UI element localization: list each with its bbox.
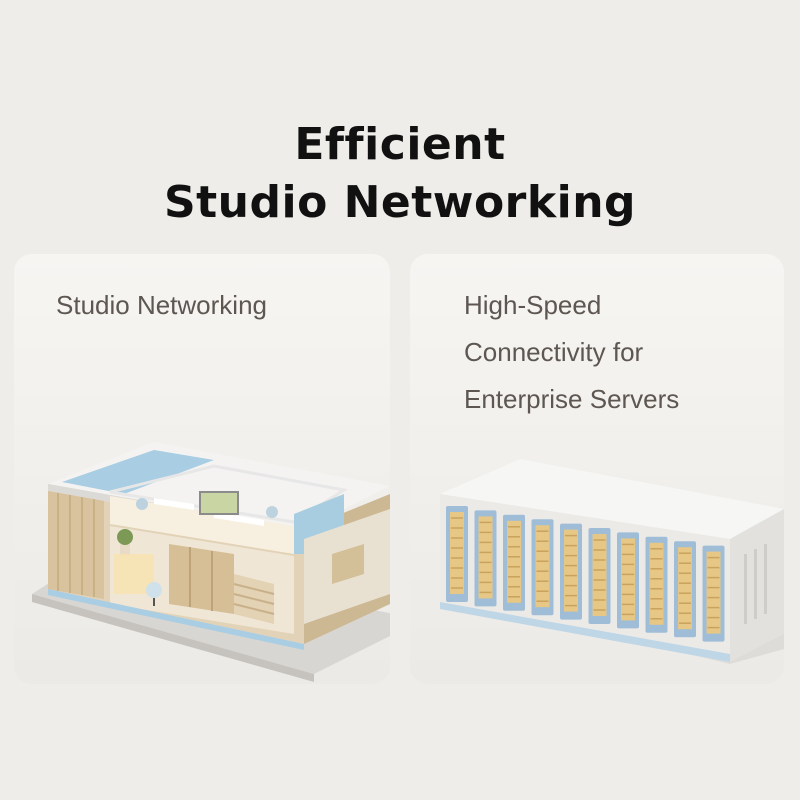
card-caption-line: Enterprise Servers (464, 384, 680, 414)
headline-line-1: Efficient (294, 119, 506, 170)
server-rack-icon (440, 459, 784, 664)
card-caption: High-Speed Connectivity for Enterprise S… (464, 282, 679, 423)
card-caption-line: High-Speed (464, 290, 602, 320)
server-bay (645, 536, 668, 633)
office-building-cutaway-icon (32, 442, 390, 682)
server-bay (674, 541, 696, 638)
server-bay (617, 532, 639, 629)
server-bay (503, 514, 525, 611)
server-bay (588, 528, 611, 624)
server-bay (474, 510, 497, 607)
headline-line-2: Studio Networking (163, 177, 637, 228)
card-caption: Studio Networking (56, 282, 267, 329)
server-bay (702, 545, 725, 642)
headline: Efficient Studio Networking (0, 116, 800, 232)
server-bay (531, 519, 554, 616)
server-bay (560, 523, 582, 620)
enterprise-servers-card: High-Speed Connectivity for Enterprise S… (410, 254, 784, 684)
server-bay (446, 506, 468, 602)
studio-networking-card: Studio Networking (14, 254, 390, 684)
card-caption-line: Connectivity for (464, 337, 644, 367)
card-caption-line: Studio Networking (56, 290, 267, 320)
